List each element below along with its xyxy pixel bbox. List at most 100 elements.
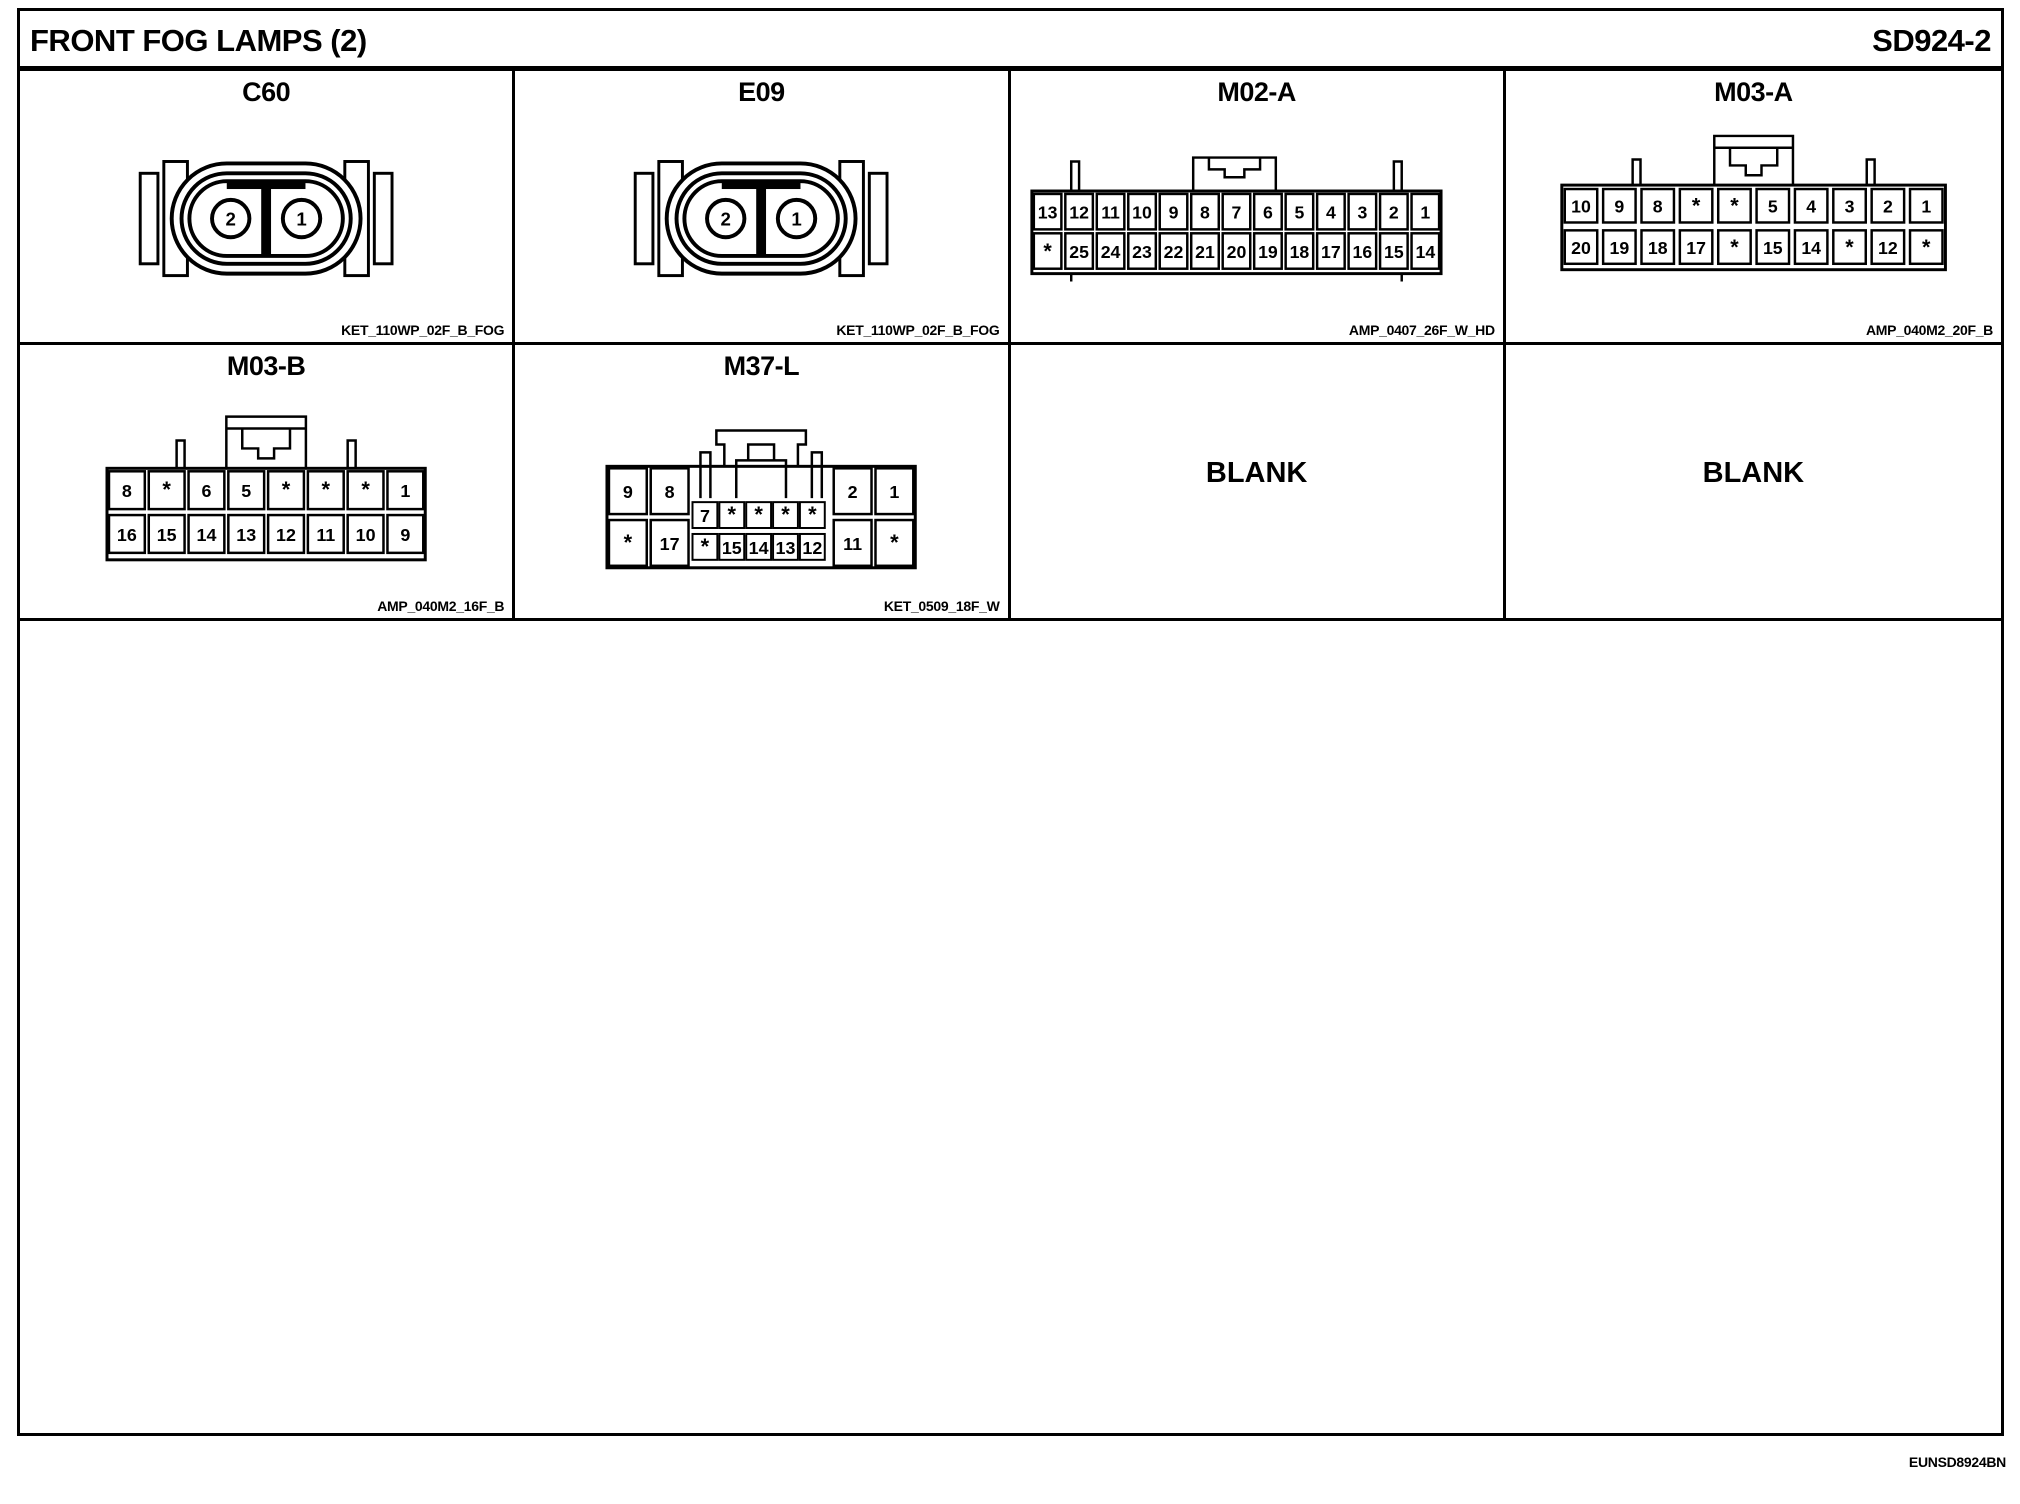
pin-label: 8 (1653, 197, 1663, 217)
connector-pin: 8 (1640, 187, 1675, 224)
housing-outline (1728, 147, 1779, 177)
pin-label: 3 (1357, 203, 1367, 223)
connector-pin: 2 (705, 197, 747, 240)
connector-pin: 7 (691, 500, 719, 529)
connector-pin: 13 (227, 513, 266, 554)
connector-pin: 14 (1793, 229, 1829, 266)
pin-label: 1 (890, 482, 900, 502)
connector-pin: 11 (1095, 192, 1126, 231)
page-title: FRONT FOG LAMPS (2) (30, 23, 367, 58)
connector-pin: 1 (1409, 192, 1440, 231)
connector-pin: * (147, 469, 186, 510)
housing-outline (1069, 160, 1080, 192)
housing-outline (1392, 160, 1403, 192)
connector-pin: 18 (1640, 229, 1675, 266)
connector-pin: 9 (1601, 187, 1637, 224)
pin-label: 8 (122, 481, 132, 501)
connector-part-number: KET_110WP_02F_B_FOG (836, 321, 1000, 338)
connector-name: M03-A (1714, 77, 1793, 107)
pin-label: 14 (749, 537, 769, 557)
housing-outline (605, 464, 918, 569)
pin-label: 20 (1226, 242, 1246, 262)
header-bar: FRONT FOG LAMPS (2) SD924-2 (20, 11, 2001, 71)
housing-outline (699, 450, 712, 498)
pin-label: 1 (296, 208, 306, 229)
pin-label: * (361, 477, 370, 502)
connector-pin: * (346, 469, 385, 510)
connector-pin: 15 (1755, 229, 1791, 266)
connector-pin: * (1032, 232, 1063, 270)
connector-pin: 16 (107, 513, 147, 554)
connector-pin: 18 (1283, 232, 1314, 270)
housing-outline (225, 414, 308, 468)
connector-name: M02-A (1217, 77, 1296, 107)
pin-label: 18 (1289, 242, 1309, 262)
connector-pin: 23 (1126, 232, 1157, 270)
connector-pin: 12 (1063, 192, 1094, 231)
pin-label: 15 (1763, 238, 1783, 258)
housing-outline (735, 458, 788, 498)
connector-pin: 21 (1189, 232, 1220, 270)
connector-part-number: AMP_0407_26F_W_HD (1348, 321, 1495, 338)
connector-pin: 4 (1793, 187, 1829, 224)
pin-label: 7 (1231, 203, 1241, 223)
pin-label: 2 (1388, 203, 1398, 223)
pin-label: * (1922, 234, 1931, 259)
pin-label: 17 (1686, 238, 1706, 258)
connector-pin: 17 (1315, 232, 1346, 270)
connector-pin: * (266, 469, 306, 510)
pin-label: 1 (400, 481, 410, 501)
pin-label: 8 (1200, 203, 1210, 223)
pin-label: 6 (1263, 203, 1273, 223)
connector-pin: 20 (1220, 232, 1251, 270)
pin-label: 10 (356, 524, 376, 544)
pin-label: * (728, 502, 737, 527)
housing-outline (1191, 156, 1277, 192)
pin-label: * (890, 529, 899, 554)
connector-pin: 9 (386, 513, 425, 554)
connector-pin: * (874, 518, 915, 567)
connector-pin: 24 (1095, 232, 1126, 270)
pin-label: 13 (776, 537, 796, 557)
connector-pin: 10 (346, 513, 385, 554)
pin-label: * (808, 502, 817, 527)
pin-label: 4 (1806, 197, 1816, 217)
pin-label: 4 (1325, 203, 1335, 223)
connector-name: C60 (242, 77, 291, 107)
pin-label: 15 (157, 524, 177, 544)
pin-label: 21 (1195, 242, 1215, 262)
connector-pin: 17 (1678, 229, 1714, 266)
pin-label: * (282, 477, 291, 502)
connector-pin: 14 (187, 513, 226, 554)
connector-pin: 13 (772, 532, 800, 561)
connector-pin: 8 (107, 469, 147, 510)
connector-pin: 6 (1252, 192, 1283, 231)
blank-cell: BLANK (1506, 345, 2001, 619)
connector-pin: 2 (1870, 187, 1906, 224)
pin-label: 1 (792, 208, 802, 229)
housing-outline (175, 438, 186, 468)
pin-label: * (624, 529, 633, 554)
pin-label: 2 (1883, 197, 1893, 217)
connector-pin: 5 (1283, 192, 1314, 231)
pin-label: 14 (196, 524, 216, 544)
pin-label: 23 (1132, 242, 1152, 262)
connector-pin: 7 (1220, 192, 1251, 231)
pin-label: * (322, 477, 331, 502)
connector-pin: 20 (1563, 229, 1599, 266)
pin-label: 3 (1844, 197, 1854, 217)
connector-pin: * (1908, 229, 1944, 266)
connector-name: M03-B (226, 350, 306, 381)
fog-connector-housing (138, 160, 394, 278)
connector-name: E09 (738, 77, 785, 107)
pin-label: 11 (1101, 203, 1120, 223)
pin-label: 16 (117, 524, 137, 544)
pin-label: 12 (1069, 203, 1089, 223)
connector-pin: 1 (280, 197, 323, 240)
